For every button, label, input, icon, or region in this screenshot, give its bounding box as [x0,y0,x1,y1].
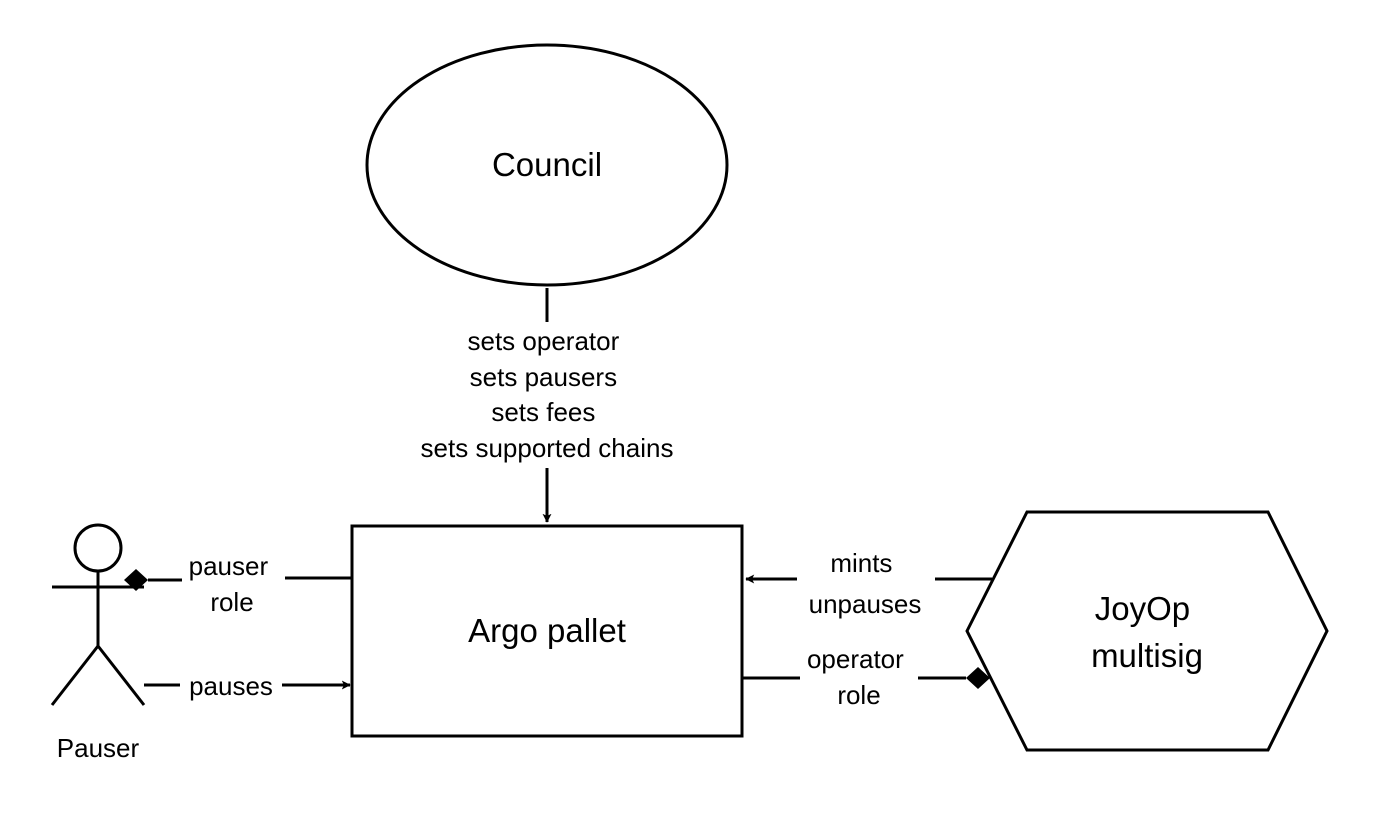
council-ellipse [365,43,729,287]
edge-label-line: sets supported chains [421,433,674,463]
council-edge-label: sets operator sets pausers sets fees set… [421,326,674,463]
edge-label-line: operator [807,644,904,674]
argo-pallet-node[interactable]: Argo pallet [350,524,744,738]
pauser-label: Pauser [57,733,140,763]
operator-role-diamond [966,667,990,689]
edge-label-line: unpauses [809,589,922,619]
argo-pallet-label: Argo pallet [468,612,626,649]
pauses-edge[interactable]: pauses [144,671,351,701]
joyop-multisig-node[interactable]: JoyOp multisig [965,510,1329,752]
edge-label-line: pauser [189,551,269,581]
joyop-label-line: JoyOp [1095,590,1190,627]
joyop-hexagon [965,510,1329,752]
joyop-label-line: multisig [1091,637,1203,674]
edge-label-line: sets fees [491,397,595,427]
pauser-actor[interactable]: Pauser [50,523,146,763]
council-node[interactable]: Council [365,43,729,287]
pauses-label: pauses [189,671,273,701]
edge-label-line: sets pausers [470,362,617,392]
edge-label-line: role [837,680,880,710]
mints-unpauses-edge[interactable]: mints unpauses [745,548,992,619]
pauser-left-leg [50,645,100,706]
pauser-role-diamond [124,569,148,591]
pauser-role-label: pauser role [189,551,276,617]
argo-pallet-box [350,524,744,738]
mints-unpauses-label: mints unpauses [809,548,922,619]
operator-role-edge[interactable]: operator role [742,644,990,710]
edge-label-line: mints [830,548,892,578]
pauser-right-leg [96,645,146,706]
edge-label-line: role [210,587,253,617]
joyop-label: JoyOp multisig [1091,590,1203,674]
pauser-role-edge[interactable]: pauser role [124,551,352,617]
edge-label-line: sets operator [468,326,620,356]
council-label: Council [492,146,602,183]
pauser-head [73,523,123,573]
operator-role-label: operator role [807,644,911,710]
council-to-argo-edge[interactable]: sets operator sets pausers sets fees set… [421,288,674,523]
